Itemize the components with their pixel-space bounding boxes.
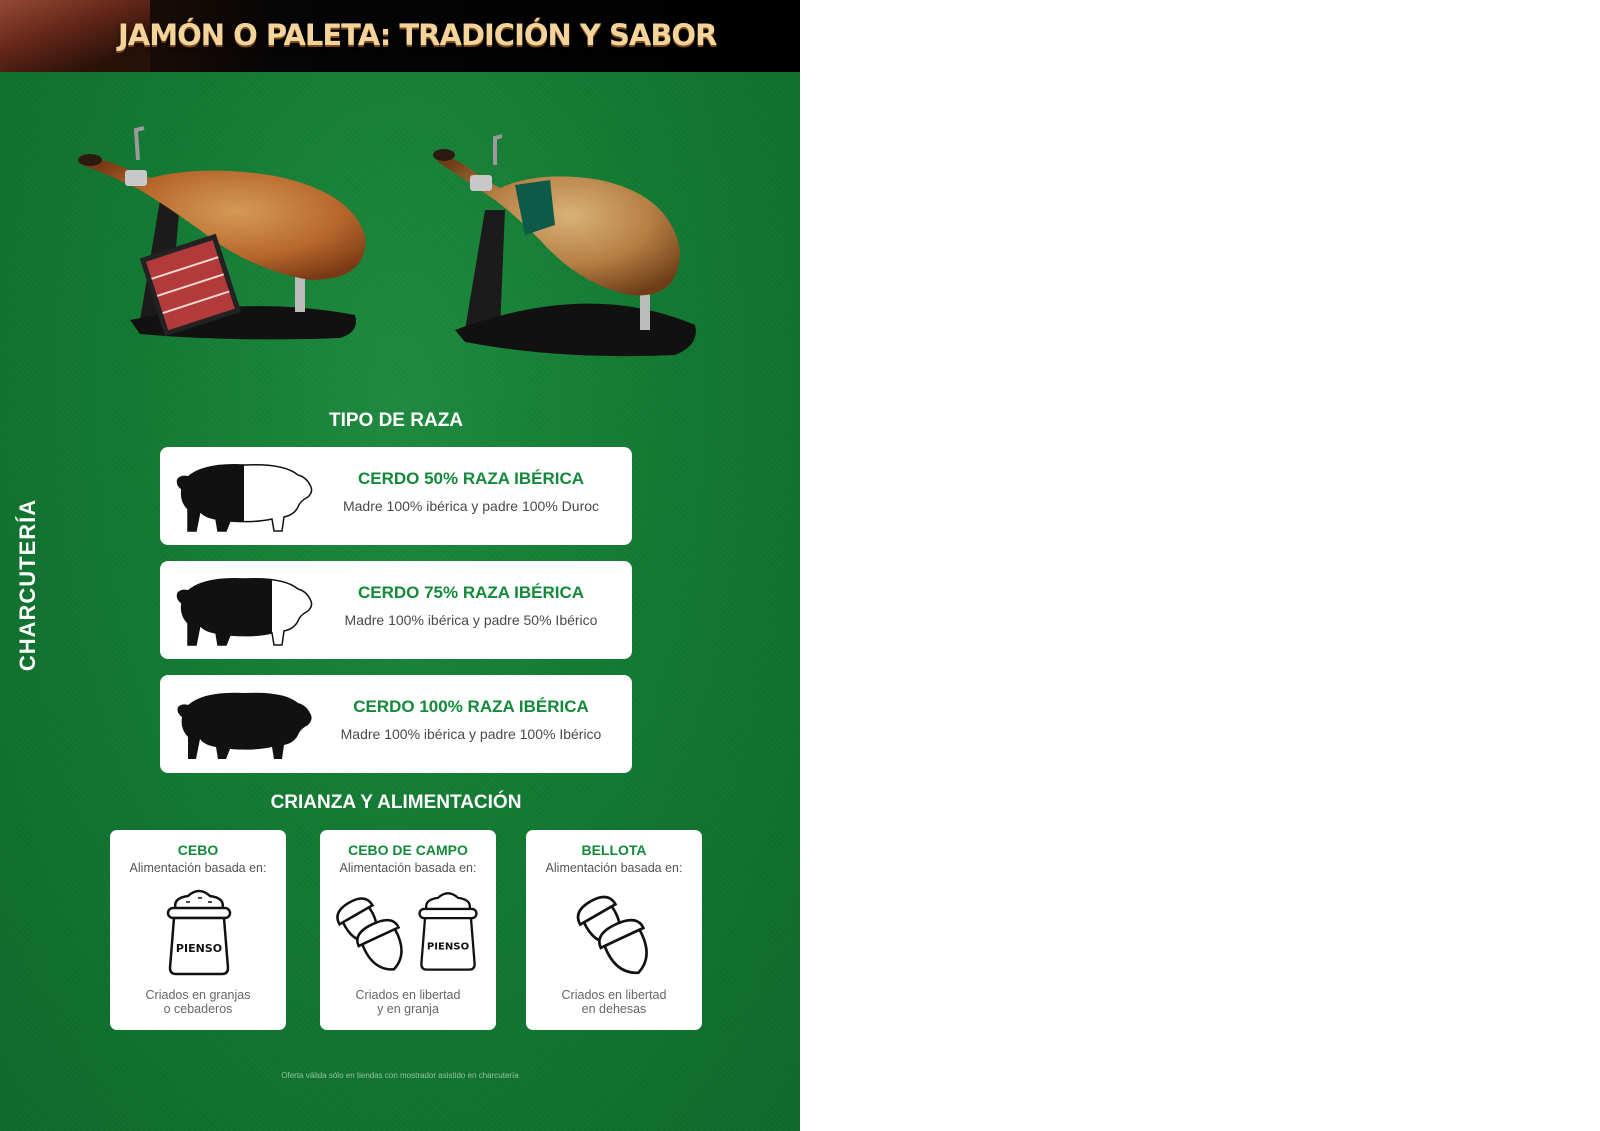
feed-card-cebo: CEBO Alimentación basada en: PIENSO Cria… <box>110 830 286 1030</box>
footnote: Oferta válida sólo en tiendas con mostra… <box>281 1071 519 1080</box>
breed-title: CERDO 100% RAZA IBÉRICA <box>353 697 589 716</box>
sack-icon: PIENSO <box>418 892 478 971</box>
breed-subtitle: Madre 100% ibérica y padre 50% Ibérico <box>344 612 598 628</box>
acorn-icon <box>576 895 648 975</box>
breed-card: CERDO 100% RAZA IBÉRICA Madre 100% ibéri… <box>160 675 632 773</box>
feed-footer: Criados en libertad y en granja <box>355 988 461 1016</box>
breed-subtitle: Madre 100% ibérica y padre 100% Duroc <box>342 498 600 514</box>
feeding-section-title: CRIANZA Y ALIMENTACIÓN <box>270 792 522 813</box>
section-side-label: CHARCUTERÍA <box>15 498 40 672</box>
breed-subtitle: Madre 100% ibérica y padre 100% Ibérico <box>340 726 602 742</box>
ham-on-stand-image <box>78 126 366 340</box>
feed-footer: Criados en granjas o cebaderos <box>145 988 251 1016</box>
ham-photo <box>0 0 150 72</box>
header-banner: JAMÓN O PALETA: TRADICIÓN Y SABOR <box>0 0 800 72</box>
feed-subtitle: Alimentación basada en: <box>339 861 477 875</box>
breed-card: CERDO 75% RAZA IBÉRICA Madre 100% ibéric… <box>160 561 632 659</box>
feed-card-bellota: BELLOTA Alimentación basada en: Criados … <box>526 830 702 1030</box>
feed-subtitle: Alimentación basada en: <box>545 861 683 875</box>
feed-footer: Criados en libertad en dehesas <box>561 988 667 1016</box>
feed-title: CEBO <box>177 842 219 858</box>
breed-card: CERDO 50% RAZA IBÉRICA Madre 100% ibéric… <box>160 447 632 545</box>
feed-card-cebo-de-campo: CEBO DE CAMPO Alimentación basada en: PI… <box>320 830 496 1030</box>
sack-label: PIENSO <box>176 942 222 955</box>
sack-icon: PIENSO <box>166 889 232 976</box>
sack-label: PIENSO <box>427 941 470 952</box>
pig-50-icon <box>176 463 313 532</box>
ham-on-stand-image-iberico <box>433 134 696 357</box>
breed-title: CERDO 75% RAZA IBÉRICA <box>357 583 585 602</box>
feed-title: BELLOTA <box>581 842 647 858</box>
pig-100-icon <box>177 692 312 759</box>
breed-title: CERDO 50% RAZA IBÉRICA <box>357 469 585 488</box>
breed-section-title: TIPO DE RAZA <box>328 410 464 431</box>
feed-title: CEBO DE CAMPO <box>348 842 468 858</box>
acorn-icon <box>336 897 403 971</box>
pig-75-icon <box>176 577 313 646</box>
feed-subtitle: Alimentación basada en: <box>129 861 267 875</box>
flyer-page: JAMÓN O PALETA: TRADICIÓN Y SABOR <box>0 0 800 1131</box>
page-title: JAMÓN O PALETA: TRADICIÓN Y SABOR <box>118 18 717 52</box>
